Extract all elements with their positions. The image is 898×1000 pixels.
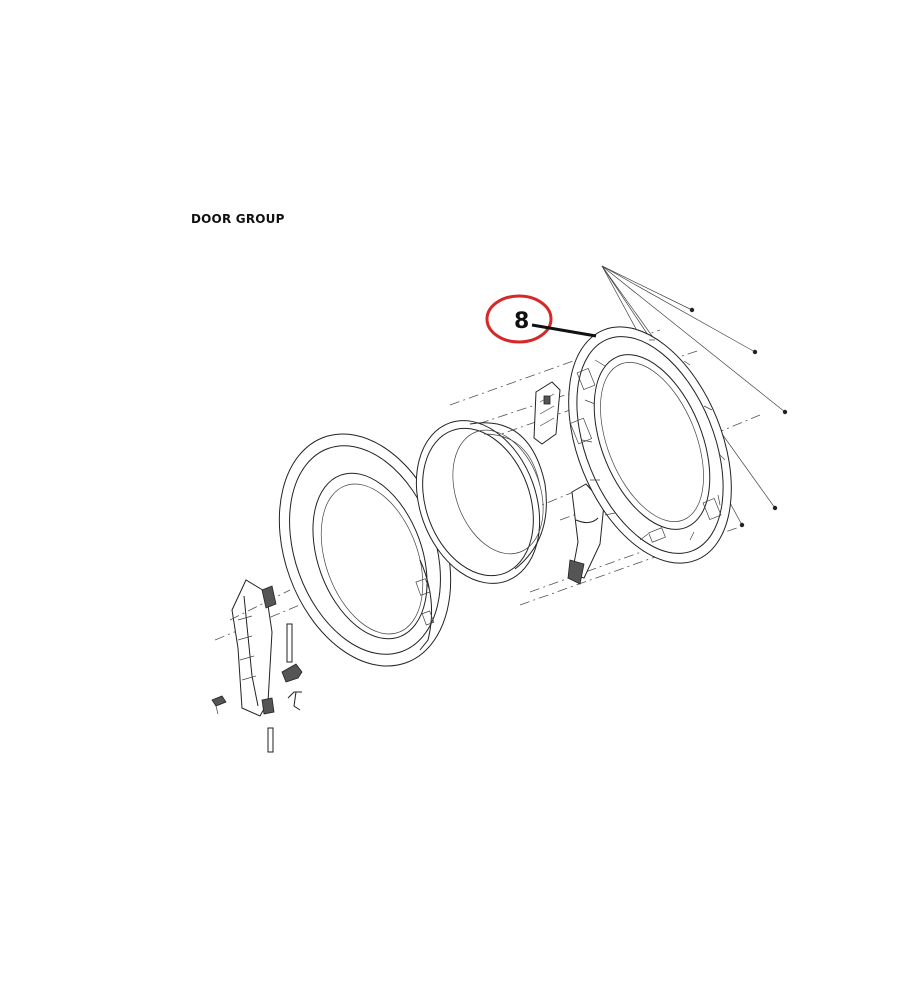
- callout-8: 8: [485, 294, 597, 344]
- callout-circle: [485, 294, 553, 344]
- screw-icon: [689, 307, 695, 313]
- small-hardware: [211, 589, 303, 753]
- page-title: DOOR GROUP: [191, 212, 285, 226]
- latch-hook-icon: [281, 663, 303, 683]
- door-glass-bowl: [415, 420, 547, 584]
- spring-clip-icon: [287, 691, 302, 711]
- door-handle-assembly: [231, 579, 277, 717]
- screw-icon: [752, 349, 758, 355]
- hinge-bracket: [533, 381, 561, 445]
- inner-door-frame: [568, 326, 732, 564]
- screw-icon: [739, 522, 745, 528]
- latch-block: [567, 483, 605, 585]
- screw-icon: [772, 505, 778, 511]
- hinge-pin-icon: [267, 727, 274, 753]
- callout-leader-line: [531, 323, 597, 338]
- hinge-pin-icon: [286, 623, 293, 663]
- callout-number: 8: [514, 309, 529, 334]
- screw-icon: [211, 695, 227, 707]
- screw-icon: [782, 409, 788, 415]
